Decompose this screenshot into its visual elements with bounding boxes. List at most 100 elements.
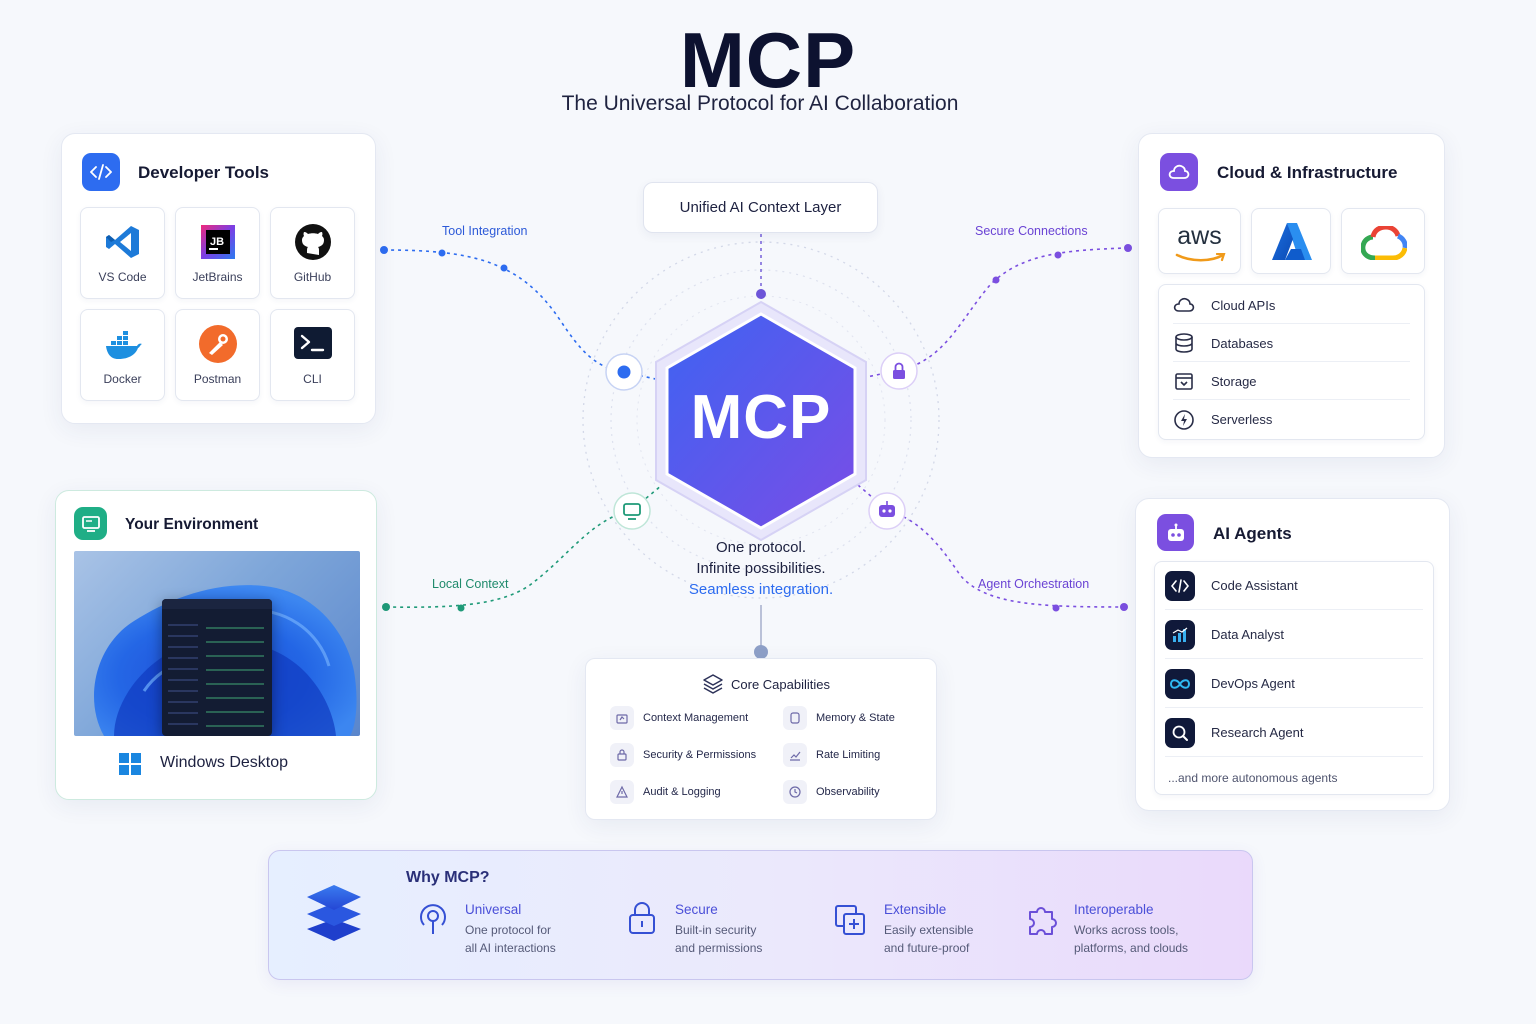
agent-orchestration-label: Agent Orchestration	[978, 577, 1090, 591]
agent-research-label: Research Agent	[1211, 725, 1304, 740]
why-interoperable-desc-line-2: platforms, and clouds	[1074, 941, 1189, 955]
why-interoperable-desc: Works across tools, platforms, and cloud…	[1074, 921, 1214, 957]
context-layer-box: Unified AI Context Layer	[643, 182, 878, 233]
puzzle-icon	[1029, 907, 1057, 935]
lock-icon	[610, 743, 634, 767]
capability-context-management: Context Management	[610, 706, 748, 730]
tool-jetbrains-label: JetBrains	[192, 270, 243, 284]
stack-layers-icon	[307, 885, 361, 941]
agent-orchestration-path	[857, 484, 1125, 608]
hexagon-label: MCP	[690, 383, 832, 452]
tool-integration-dot-mid-2	[500, 264, 508, 272]
why-extensible-title: Extensible	[884, 902, 947, 917]
environment-caption: Windows Desktop	[160, 754, 289, 771]
tool-github-label: GitHub	[293, 270, 332, 284]
page-subtitle: The Universal Protocol for AI Collaborat…	[561, 92, 959, 115]
tagline-line-1: One protocol.	[715, 539, 807, 556]
context-icon	[610, 706, 634, 730]
agents-title: AI Agents	[1213, 524, 1292, 543]
docker-icon	[105, 331, 142, 359]
desktop-preview-image	[74, 551, 360, 736]
why-secure-desc: Built-in security and permissions	[675, 921, 815, 957]
tool-jetbrains[interactable]: JB JetBrains	[175, 207, 260, 299]
bar-chart-icon	[1165, 619, 1195, 650]
orbit-ring-outer	[582, 241, 940, 599]
code-icon	[1165, 570, 1195, 601]
code-icon	[82, 153, 120, 191]
cloud-icon	[1173, 297, 1195, 312]
environment-title: Your Environment	[125, 516, 259, 533]
capabilities-title: Core Capabilities	[731, 677, 830, 692]
orbit-ring-inner	[636, 295, 886, 545]
tool-docker-label: Docker	[103, 372, 142, 386]
cloud-item-databases[interactable]: Databases	[1173, 325, 1410, 362]
why-secure-desc-line-2: and permissions	[675, 941, 763, 955]
tool-integration-label: Tool Integration	[442, 224, 528, 238]
why-extensible-desc: Easily extensible and future-proof	[884, 921, 1024, 957]
capability-rate-limiting-label: Rate Limiting	[816, 749, 881, 761]
tool-postman-label: Postman	[193, 372, 242, 386]
capability-audit-logging-label: Audit & Logging	[643, 786, 721, 798]
tool-postman[interactable]: Postman	[175, 309, 260, 401]
tool-github[interactable]: GitHub	[270, 207, 355, 299]
capability-security-permissions: Security & Permissions	[610, 743, 756, 767]
secure-node-lock-icon	[893, 362, 905, 379]
agent-devops[interactable]: DevOps Agent	[1165, 660, 1423, 708]
jetbrains-icon: JB	[200, 225, 235, 259]
developer-tools-card: Developer Tools VS Code JB JetBrains Git…	[61, 133, 376, 424]
cloud-item-serverless-label: Serverless	[1211, 412, 1273, 427]
github-icon	[294, 224, 331, 260]
agents-card: AI Agents Code Assistant Data Analyst De…	[1135, 498, 1450, 811]
svg-text:JB: JB	[210, 236, 224, 248]
agent-code-assistant[interactable]: Code Assistant	[1165, 562, 1423, 610]
provider-aws[interactable]: aws	[1158, 208, 1241, 274]
cloud-item-storage[interactable]: Storage	[1173, 363, 1410, 400]
why-mcp-banner: Why MCP? Universal One protocol for all …	[268, 850, 1253, 980]
lightning-icon	[1174, 409, 1194, 430]
google-cloud-logo	[1361, 226, 1407, 260]
why-secure-title: Secure	[675, 902, 718, 917]
why-interoperable-desc-line-1: Works across tools,	[1074, 923, 1179, 937]
agent-node-robot-icon	[879, 501, 895, 517]
agent-code-assistant-label: Code Assistant	[1211, 578, 1298, 593]
provider-azure[interactable]	[1251, 208, 1331, 274]
why-universal-desc-line-1: One protocol for	[465, 923, 552, 937]
tool-docker[interactable]: Docker	[80, 309, 165, 401]
tagline-line-3: Seamless integration.	[688, 581, 834, 598]
rate-chart-icon	[783, 743, 807, 767]
capability-security-permissions-label: Security & Permissions	[643, 749, 757, 761]
environment-card: Your Environment Windows Desktop	[55, 490, 377, 800]
tagline-line-2: Infinite possibilities.	[696, 560, 826, 577]
cloud-title: Cloud & Infrastructure	[1217, 163, 1398, 182]
padlock-icon	[629, 902, 655, 934]
capabilities-card: Core Capabilities Context Management Mem…	[585, 658, 937, 820]
app-window-preview	[162, 599, 272, 736]
agent-data-analyst[interactable]: Data Analyst	[1165, 611, 1423, 659]
cloud-item-serverless[interactable]: Serverless	[1173, 401, 1410, 438]
tool-node-core	[617, 365, 631, 379]
audit-icon	[610, 780, 634, 804]
terminal-icon	[293, 327, 332, 359]
provider-google-cloud[interactable]	[1341, 208, 1425, 274]
tool-vscode[interactable]: VS Code	[80, 207, 165, 299]
why-universal-title: Universal	[465, 902, 522, 917]
local-context-label: Local Context	[432, 577, 509, 591]
cloud-item-storage-label: Storage	[1211, 373, 1257, 389]
antenna-icon	[420, 904, 446, 934]
context-layer-label: Unified AI Context Layer	[679, 199, 842, 216]
capability-observability-label: Observability	[816, 786, 880, 798]
tool-cli[interactable]: CLI	[270, 309, 355, 401]
cloud-item-apis[interactable]: Cloud APIs	[1173, 287, 1410, 324]
secure-connections-dot-start	[1124, 244, 1132, 252]
agent-orchestration-dot-end	[1120, 603, 1128, 611]
capability-context-management-label: Context Management	[643, 712, 749, 724]
agent-research[interactable]: Research Agent	[1165, 709, 1423, 757]
agents-list: Code Assistant Data Analyst DevOps Agent…	[1154, 561, 1434, 795]
why-universal-desc: One protocol for all AI interactions	[465, 921, 605, 957]
why-mcp-title: Why MCP?	[406, 869, 490, 886]
windows-logo-icon	[119, 753, 141, 775]
why-interoperable-title: Interoperable	[1074, 902, 1154, 917]
cloud-item-databases-label: Databases	[1211, 335, 1274, 351]
secure-connections-label: Secure Connections	[975, 224, 1088, 238]
